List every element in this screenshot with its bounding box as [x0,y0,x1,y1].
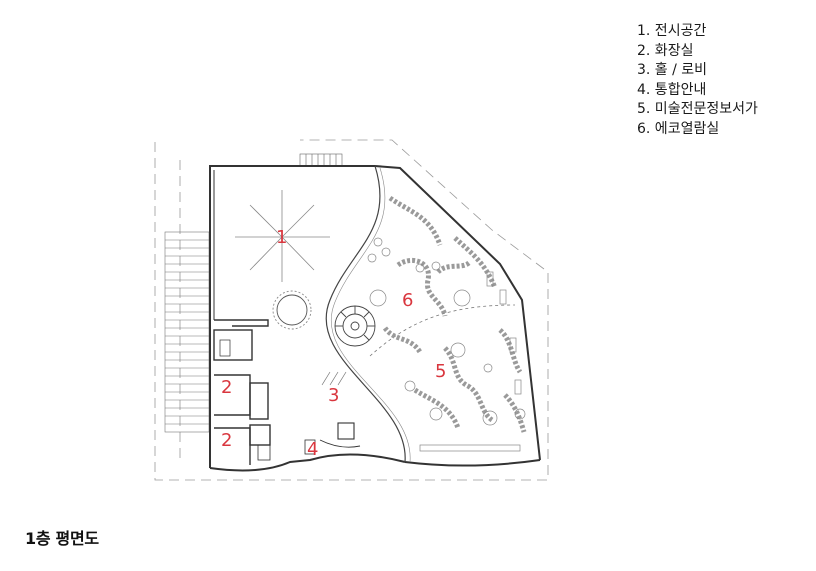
top-entrance-stair [299,153,343,167]
curved-partition [325,165,516,463]
room-label-exhibition: 1 [276,227,287,248]
lobby-hatch [321,371,347,386]
serpentine-shelves [382,195,527,433]
legend-item-eco-reading-room: 6. 에코열람실 [637,120,720,137]
exterior-stair [164,231,210,433]
legend-item-restroom: 2. 화장실 [637,42,694,59]
room-legend: 1. 전시공간 2. 화장실 3. 홀 / 로비 4. 통합안내 5. 미술전문… [637,22,758,139]
room-label-art-library: 5 [435,361,446,382]
spiral-stair [334,305,376,347]
legend-item-hall-lobby: 3. 홀 / 로비 [637,62,708,78]
room-label-restroom-lower: 2 [221,430,232,451]
room-label-eco-reading-room: 6 [402,290,413,311]
room-label-hall-lobby: 3 [328,385,339,406]
plan-caption: 1층 평면도 [25,529,99,548]
legend-item-art-library: 5. 미술전문정보서가 [637,101,758,117]
round-column [272,290,312,330]
room-label-information: 4 [307,439,318,460]
legend-item-exhibition: 1. 전시공간 [637,23,707,39]
legend-item-information: 4. 통합안내 [637,81,707,98]
room-number-labels: 1 2 2 3 4 5 6 [221,227,446,460]
starburst-fixture [235,190,330,282]
reading-tables [367,237,526,452]
site-boundary [154,139,549,481]
building-walls [209,165,541,472]
room-label-restroom-upper: 2 [221,377,232,398]
service-core [213,319,271,465]
info-desk-area [304,422,361,455]
